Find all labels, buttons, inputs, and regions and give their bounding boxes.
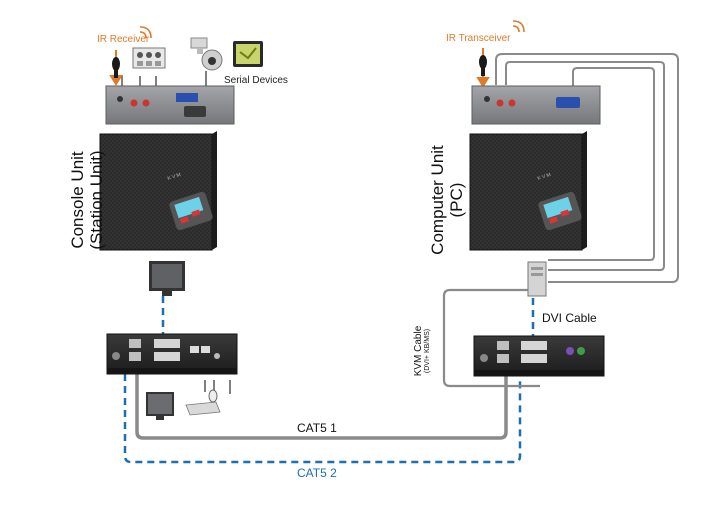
console-unit-label: Console Unit bbox=[68, 151, 87, 249]
computer-unit-body: K V M bbox=[469, 131, 587, 251]
ir-receiver-device bbox=[112, 26, 152, 78]
console-unit-sublabel: (Station Unit) bbox=[87, 150, 106, 250]
kvm-cable-sublabel: (DVI+ KB/MS) bbox=[424, 328, 431, 374]
serial-monitor-icon bbox=[233, 41, 263, 67]
cat5-2-label: CAT5 2 bbox=[297, 466, 337, 480]
console-extender-box bbox=[106, 333, 238, 375]
svg-text:K V M: K V M bbox=[167, 172, 182, 182]
serial-cables bbox=[495, 53, 679, 283]
cat5-1-label: CAT5 1 bbox=[297, 421, 337, 435]
ir-transceiver-label: IR Transceiver bbox=[446, 33, 511, 44]
computer-unit-rear-panel bbox=[471, 85, 601, 125]
remote-monitor bbox=[146, 392, 174, 420]
ir-transceiver-device bbox=[479, 20, 525, 76]
console-unit-rear-panel bbox=[105, 85, 235, 125]
computer-unit-label: Computer Unit bbox=[428, 145, 447, 255]
keyboard-icon bbox=[185, 401, 221, 416]
computer-unit-title: Computer Unit (PC) bbox=[428, 144, 468, 256]
serial-devices-label: Serial Devices bbox=[224, 75, 288, 86]
ptz-camera-icon bbox=[190, 37, 223, 71]
cat5-1-cable bbox=[135, 360, 508, 440]
mouse-icon bbox=[208, 389, 218, 403]
console-unit-body: K V M bbox=[99, 131, 217, 251]
computer-unit-sublabel: (PC) bbox=[447, 182, 466, 218]
svg-text:K V M: K V M bbox=[537, 172, 552, 182]
local-monitor bbox=[149, 261, 185, 296]
kvm-cable-label: KVM Cable bbox=[413, 325, 424, 377]
cat5-2-cable bbox=[123, 362, 522, 464]
kvm-cable-line bbox=[442, 288, 540, 388]
dvi-cable-label: DVI Cable bbox=[542, 311, 597, 325]
ir-arrow bbox=[109, 48, 490, 88]
kvm-cable-title: KVM Cable (DVI+ KB/MS) bbox=[413, 316, 443, 386]
computer-extender-box bbox=[473, 335, 605, 377]
console-unit-title: Console Unit (Station Unit) bbox=[68, 144, 108, 256]
terminal-block-icon bbox=[132, 47, 166, 69]
ir-receiver-label: IR Receiver bbox=[97, 34, 150, 45]
pc-tower-icon bbox=[527, 261, 547, 297]
